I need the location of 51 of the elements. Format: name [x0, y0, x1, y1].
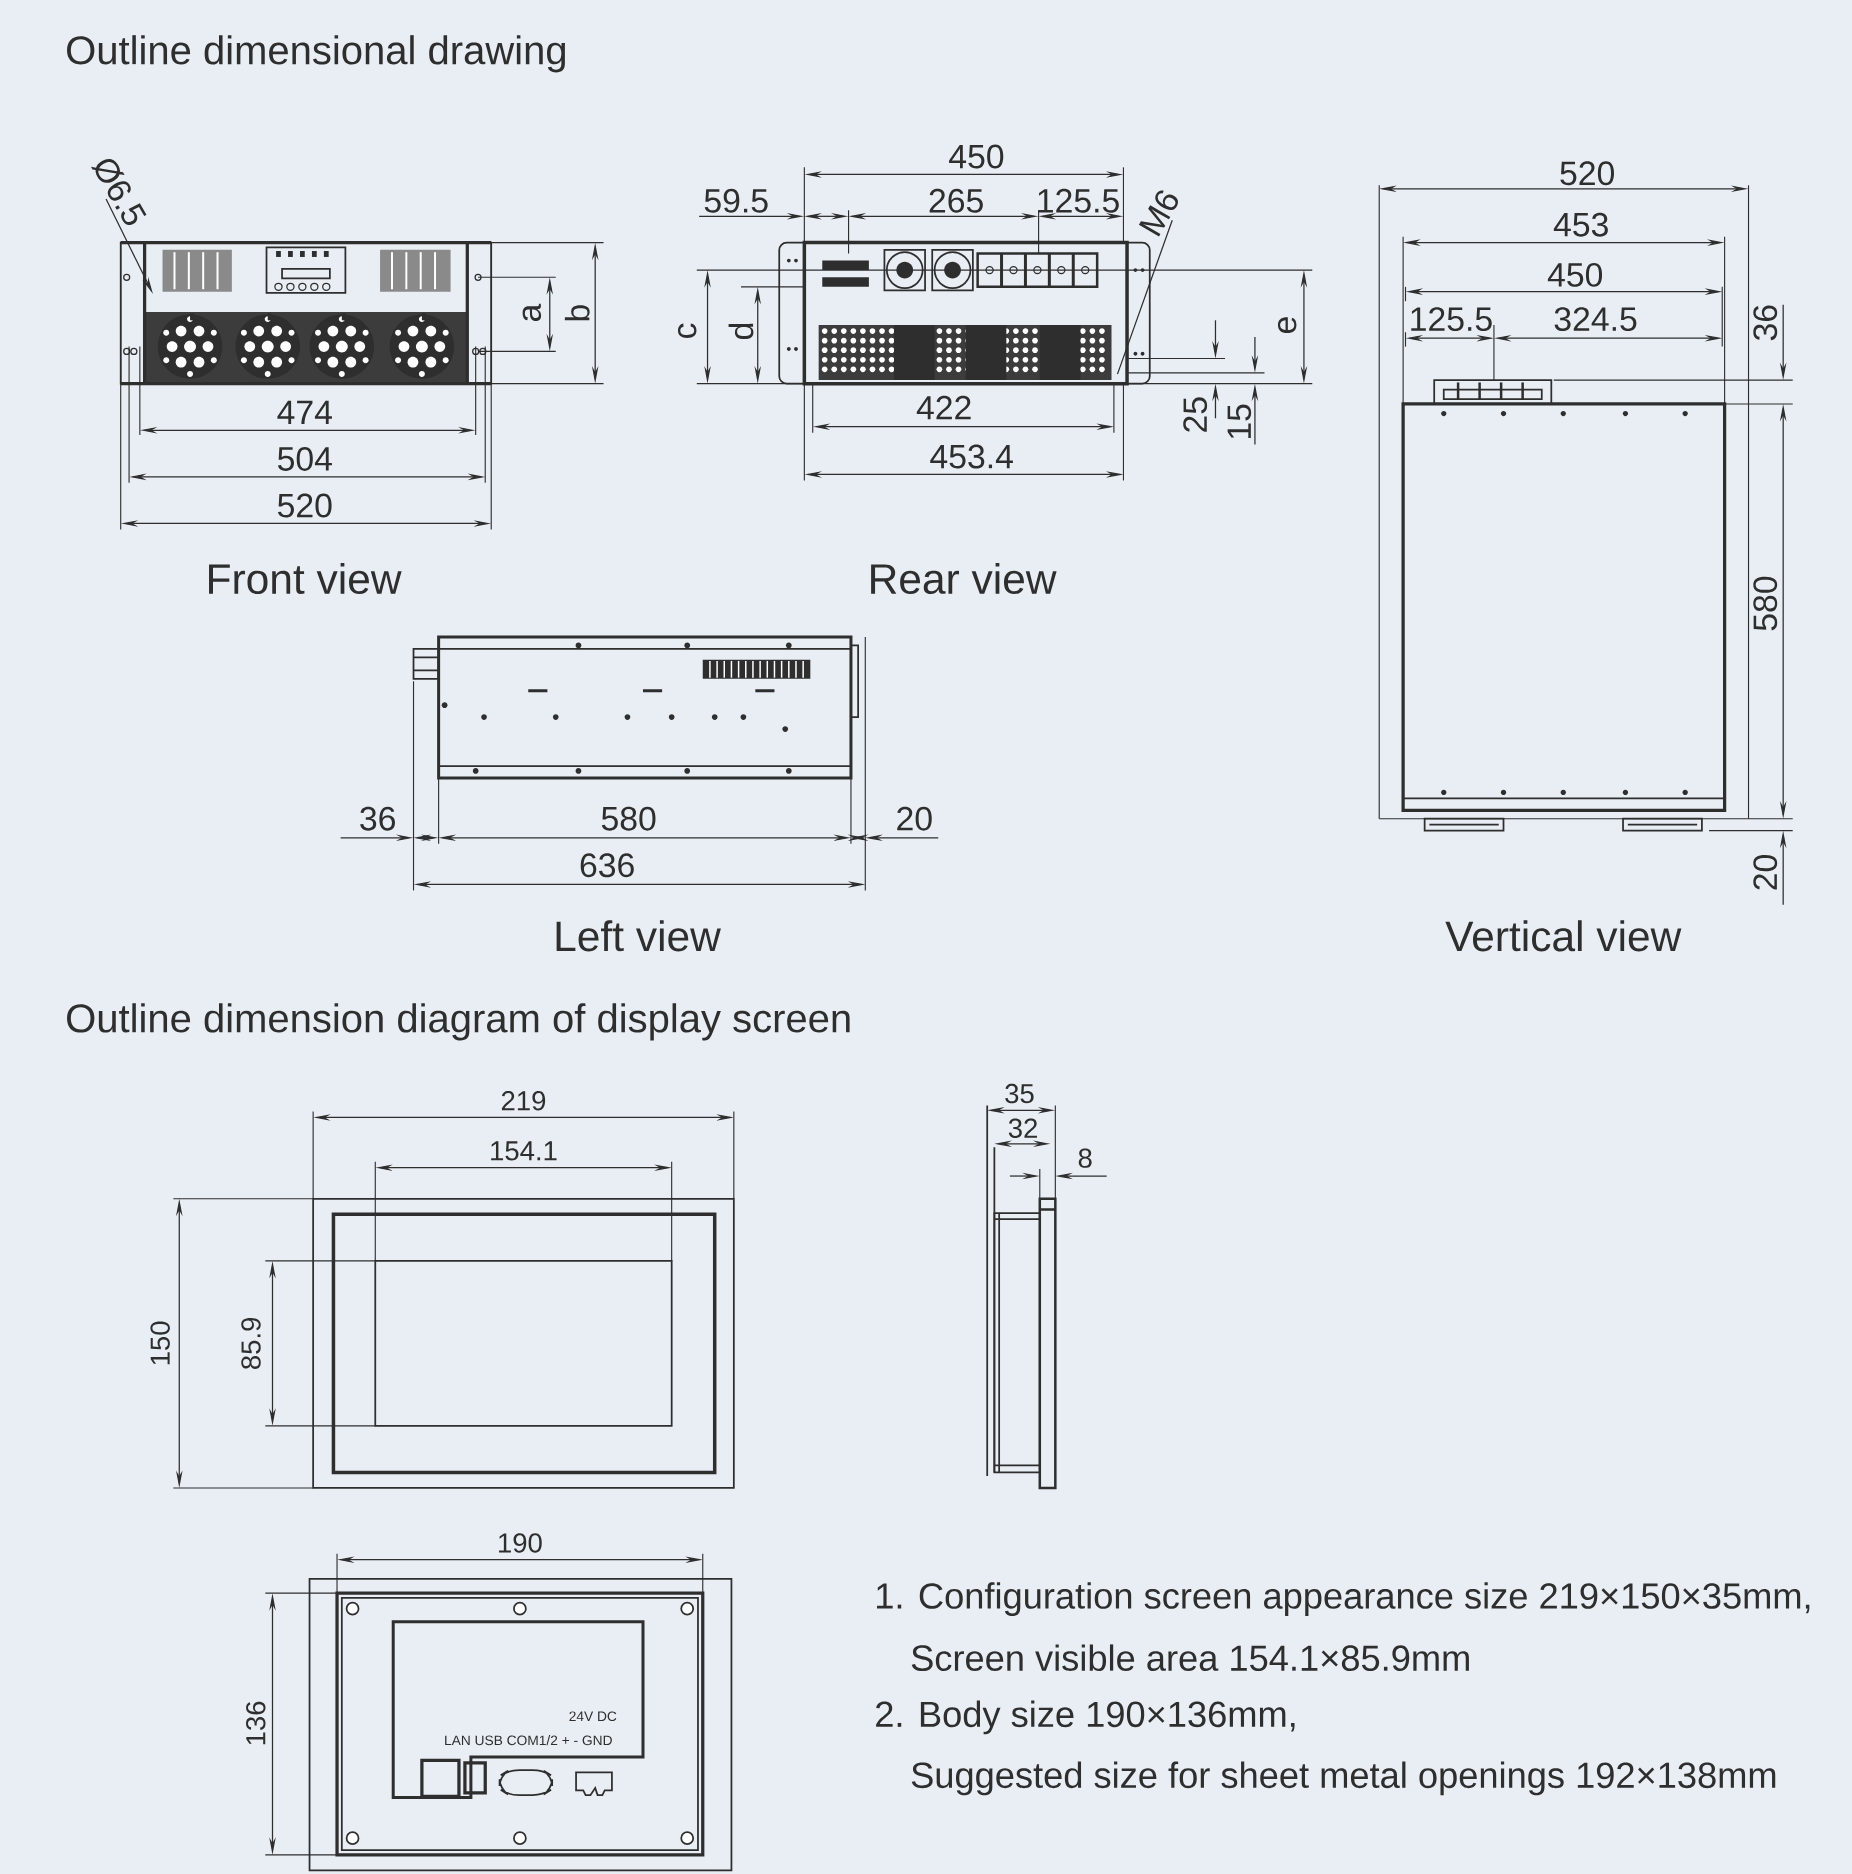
leader-line [1116, 219, 1173, 375]
dimension-text: 190 [498, 1533, 542, 1553]
dimension-text: 453 [1553, 212, 1608, 237]
view-caption: Rear view [870, 562, 1057, 595]
dimension-text: 580 [601, 806, 656, 831]
dimension-text: 125.5 [1038, 188, 1119, 213]
note-text: 2. Body size 190×136mm, [875, 1700, 1295, 1735]
dimension-text: 636 [580, 853, 634, 878]
dimension-text: 36 [1753, 305, 1777, 341]
dimension-text: 324.5 [1554, 307, 1637, 332]
dimension-text: 20 [897, 806, 932, 831]
section-heading: Outline dimension diagram of display screen [66, 1003, 850, 1041]
dimension-letter: e [1277, 317, 1297, 334]
dimension-text: 422 [916, 395, 971, 420]
dimension-text: 8 [1078, 1148, 1092, 1168]
dimension-text: 450 [948, 144, 1004, 169]
view-caption: Front view [208, 562, 402, 595]
dimension-text: 580 [1753, 576, 1777, 631]
view-caption: Vertical view [1445, 920, 1682, 952]
dimension-text: 25 [1183, 397, 1207, 432]
dimension-text: 35 [1005, 1083, 1034, 1104]
dimension-letter: d [728, 323, 754, 340]
note-text: 1. Configuration screen appearance size 219×150×35mm, [876, 1582, 1810, 1617]
port-label: LAN USB COM1/2 + - GND [444, 1735, 612, 1746]
port-label: 24V DC [569, 1711, 617, 1722]
dimension-text: 15 [1227, 404, 1251, 439]
view-caption: Left view [556, 920, 721, 952]
dimension-text: 36 [359, 806, 395, 831]
dimension-text: 154.1 [490, 1141, 557, 1161]
dimension-text: 32 [1008, 1118, 1037, 1138]
dimension-letter: a [522, 303, 541, 322]
dimension-text: 150 [150, 1321, 170, 1365]
dimension-text: 219 [501, 1091, 545, 1111]
dimension-text: 59.5 [704, 188, 768, 213]
dimension-text: 520 [277, 493, 332, 518]
note-text: Suggested size for sheet metal openings 192×138mm [911, 1761, 1775, 1796]
dimension-text: 453.4 [930, 444, 1013, 469]
dimension-text: 474 [277, 400, 332, 424]
dimension-letter: b [564, 305, 590, 321]
dimension-text: 504 [277, 447, 332, 471]
dimension-text: 85.9 [241, 1317, 261, 1369]
dimension-text: 450 [1547, 262, 1602, 287]
title: Outline dimensional drawing [66, 35, 565, 73]
dimension-text: 20 [1753, 855, 1777, 890]
note-text: Screen visible area 154.1×85.9mm [911, 1644, 1469, 1671]
dimension-text: M6 [1138, 190, 1178, 237]
dimension-text: 125.5 [1411, 307, 1492, 332]
dimension-text: 136 [245, 1701, 266, 1745]
dimension-text: 520 [1560, 161, 1614, 186]
dimension-letter: c [677, 323, 697, 339]
dimension-text: 265 [929, 188, 983, 213]
